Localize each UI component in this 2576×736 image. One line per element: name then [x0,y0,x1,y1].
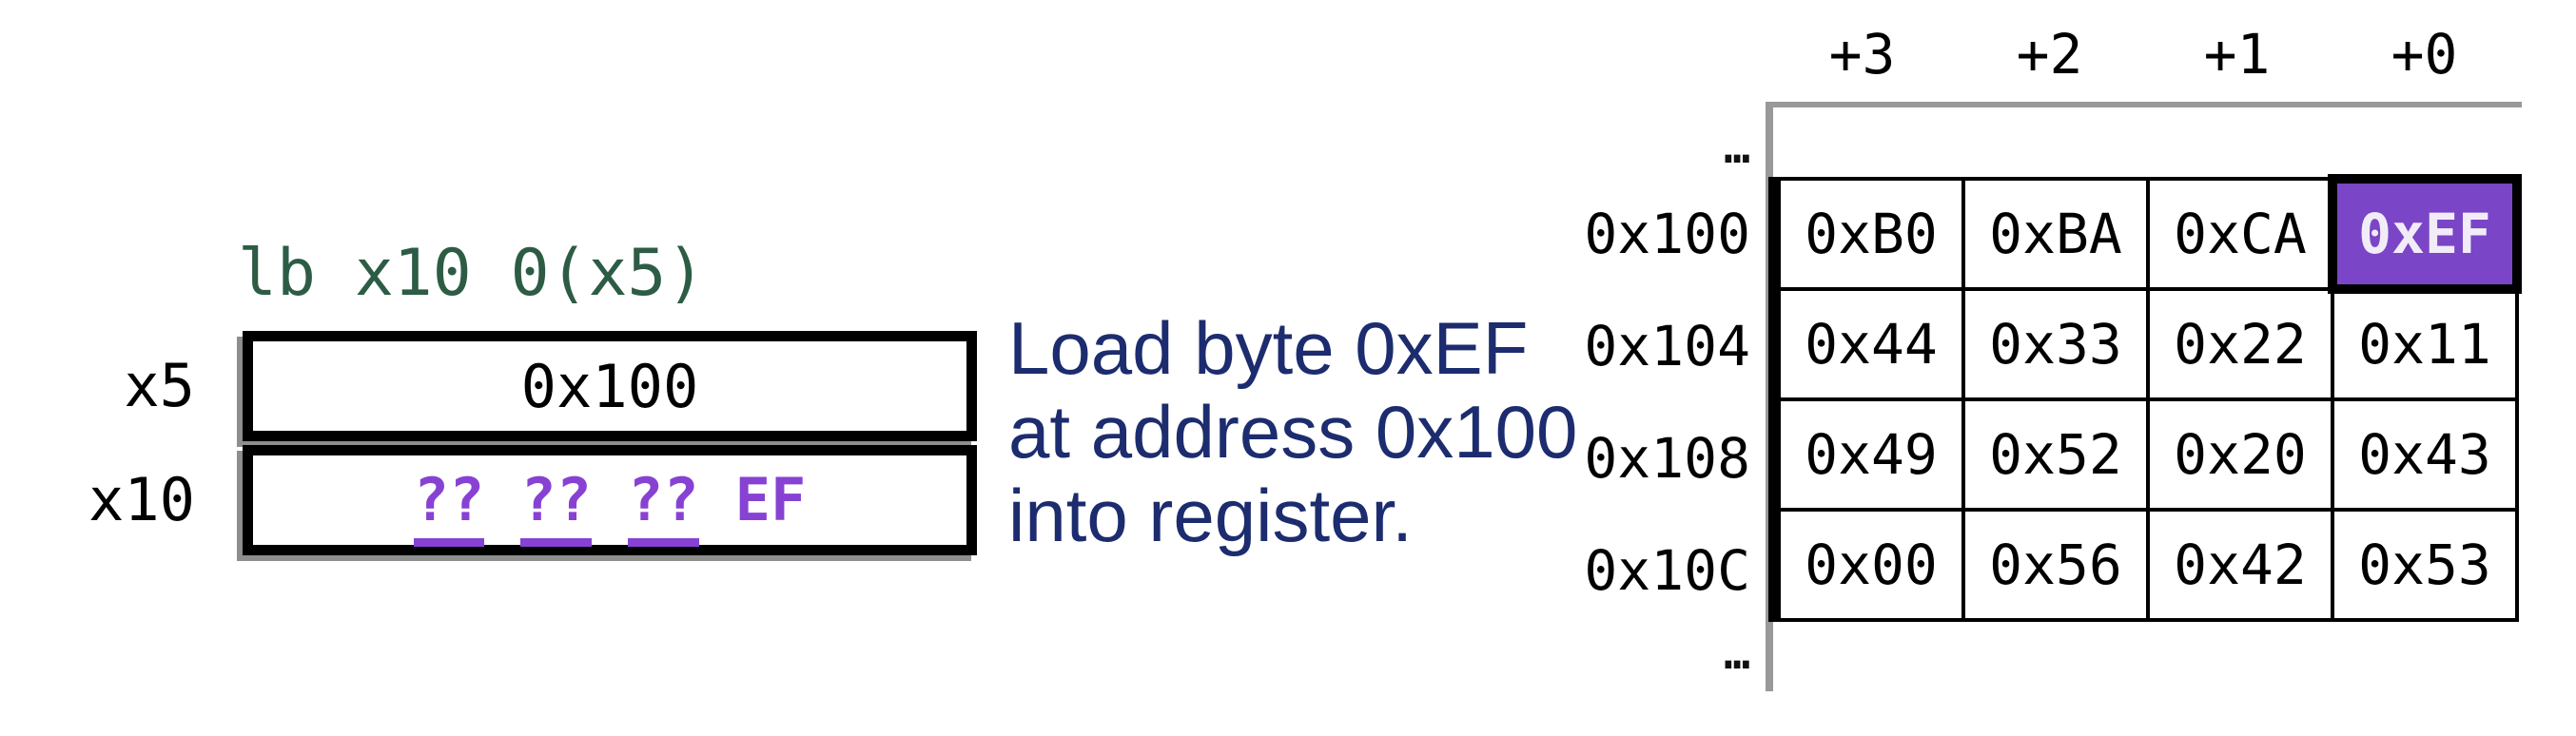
register-byte-unknown: ?? [628,465,699,547]
memory-cell: 0x53 [2332,510,2517,620]
memory-cell: 0x00 [1779,510,1963,620]
memory-table: 0xB0 0xBA 0xCA 0xEF 0x44 0x33 0x22 0x11 … [1768,174,2522,622]
memory-cell: 0x44 [1779,289,1963,399]
register-x5-value: 0x100 [520,351,699,421]
memory-row-label: 0x10C [1584,538,1750,603]
memory-row-label: 0x100 [1584,202,1750,266]
column-header-plus2: +2 [2016,22,2083,87]
memory-cell-highlighted: 0xEF [2328,174,2522,294]
register-box-x10: ?? ?? ?? EF [243,445,977,555]
memory-ellipsis-bottom: … [1724,628,1750,679]
column-header-plus0: +0 [2391,22,2458,87]
memory-cell: 0xCA [2148,179,2332,289]
memory-top-boundary-line [1766,102,2522,107]
memory-cell: 0x52 [1963,399,2148,510]
column-header-plus3: +3 [1828,22,1896,87]
memory-cell: 0xB0 [1779,179,1963,289]
memory-cell: 0x43 [2332,399,2517,510]
register-name-x10: x10 [88,465,195,534]
register-byte-unknown: ?? [520,465,592,547]
column-header-plus1: +1 [2203,22,2271,87]
memory-cell: 0xBA [1963,179,2148,289]
explanation-line: Load byte 0xEF [1008,306,1529,390]
register-box-x5: 0x100 [243,331,977,441]
register-byte-unknown: ?? [413,465,485,547]
register-byte-loaded: EF [734,465,807,534]
explanation-line: into register. [1008,474,1413,557]
memory-ellipsis-top: … [1724,122,1750,173]
register-x10-bytes: ?? ?? ?? EF [413,465,807,547]
explanation-text: Load byte 0xEF at address 0x100 into reg… [1008,306,1577,557]
memory-cell: 0x49 [1779,399,1963,510]
memory-row-label: 0x108 [1584,426,1750,491]
memory-cell: 0x56 [1963,510,2148,620]
explanation-line: at address 0x100 [1008,390,1578,474]
memory-cell: 0x20 [2148,399,2332,510]
memory-column-headers: +3 +2 +1 +0 [1768,23,2518,86]
memory-row-label: 0x104 [1584,314,1750,378]
memory-cell: 0x22 [2148,289,2332,399]
memory-cell: 0x42 [2148,510,2332,620]
memory-cell: 0x11 [2332,289,2517,399]
memory-cell: 0x33 [1963,289,2148,399]
instruction-label: lb x10 0(x5) [238,236,706,311]
register-name-x5: x5 [124,351,195,420]
